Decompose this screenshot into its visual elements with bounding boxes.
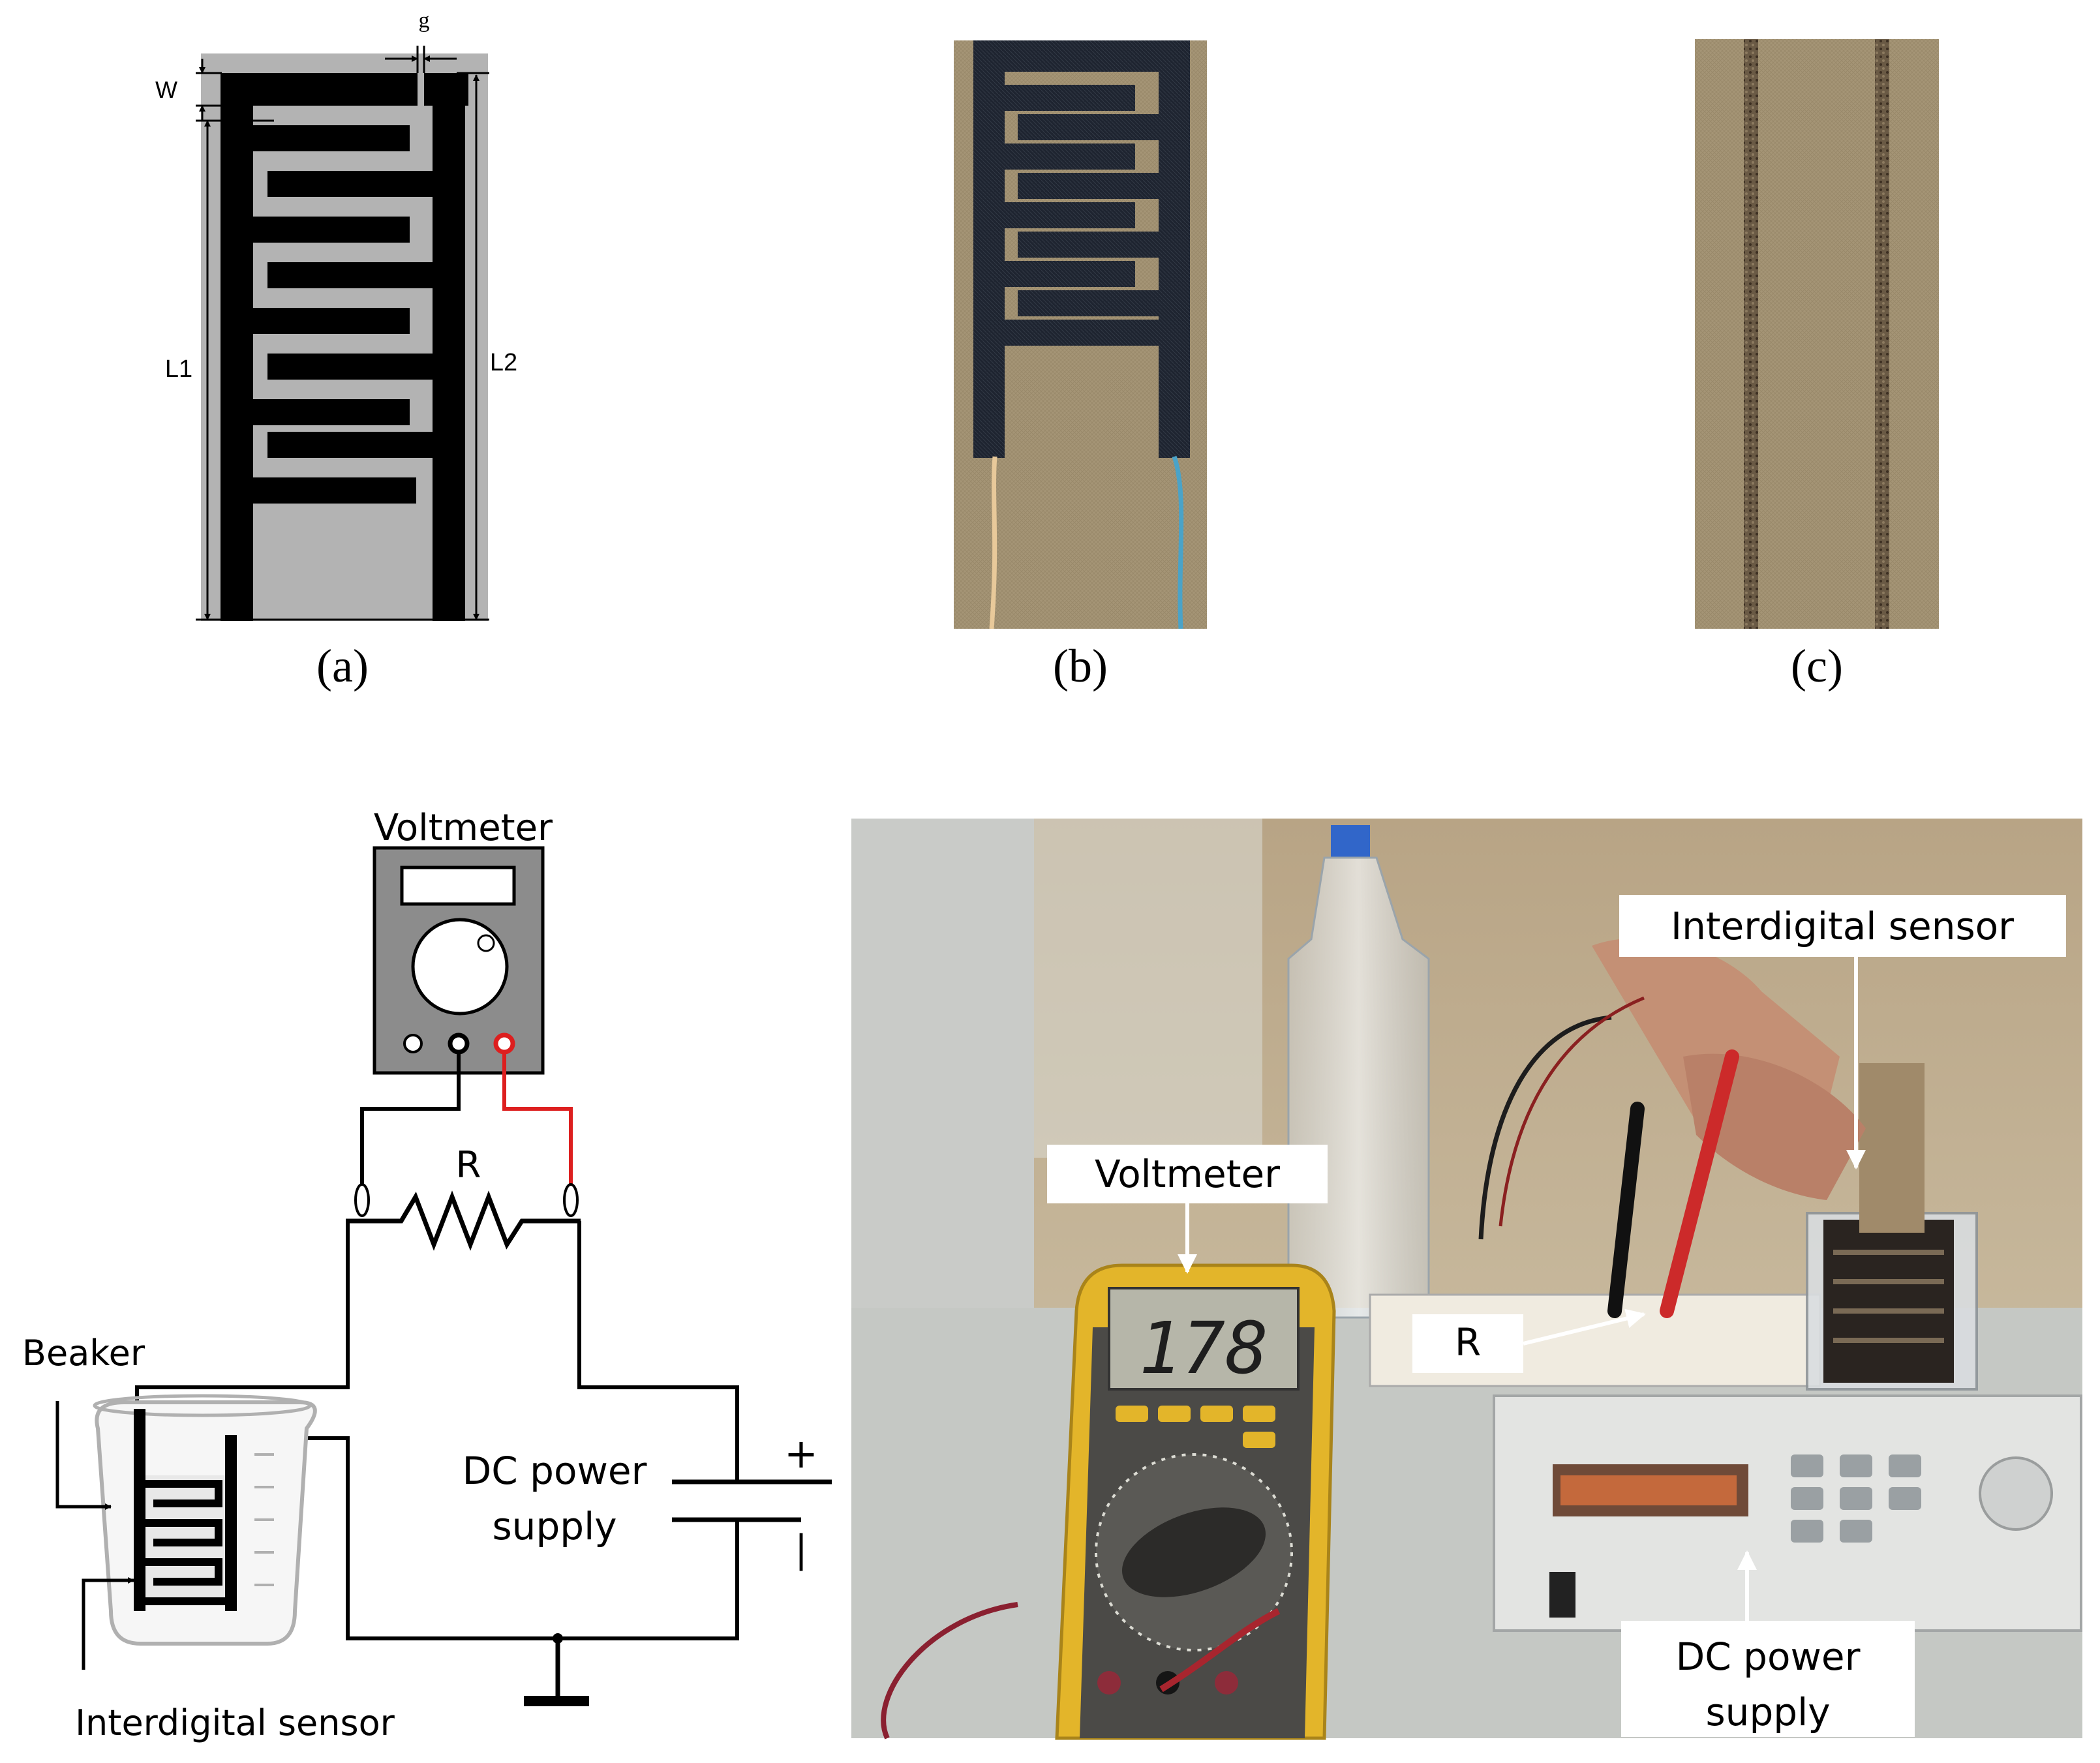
voltmeter-title: Voltmeter bbox=[374, 807, 553, 849]
panel-a-sensor-layout: g W L1 L2 (a) bbox=[155, 8, 517, 692]
resistor-label: R bbox=[456, 1144, 481, 1186]
black-probe bbox=[1607, 1102, 1645, 1318]
callout-resistor: R bbox=[1412, 1308, 1646, 1373]
setup-photo: 178 Interdigital sensor Voltmeter bbox=[851, 819, 2082, 1740]
sensor-in-beaker bbox=[134, 1409, 237, 1611]
textile-back bbox=[1695, 39, 1939, 629]
dimension-lines bbox=[196, 46, 489, 621]
beaker-label: Beaker bbox=[22, 1333, 145, 1374]
meter-reading: 178 bbox=[1139, 1306, 1269, 1390]
dim-l1-label: L1 bbox=[165, 355, 192, 383]
photo-power-label-line1: DC power bbox=[1676, 1635, 1861, 1679]
meter-rotary-switch bbox=[1122, 1507, 1266, 1597]
right-lead-wire bbox=[1172, 455, 1184, 629]
ground-node bbox=[553, 1633, 563, 1644]
red-probe bbox=[1660, 1049, 1739, 1318]
voltmeter-drawing bbox=[373, 846, 545, 1075]
minus-sign: | bbox=[795, 1527, 808, 1571]
voltmeter-display bbox=[400, 866, 516, 906]
gap-g bbox=[418, 73, 424, 106]
wall-left bbox=[851, 819, 1034, 1308]
power-supply-label-line2: supply bbox=[492, 1504, 616, 1548]
callout-dc-power-supply: DC power supply bbox=[1621, 1550, 1915, 1737]
plus-sign: + bbox=[784, 1430, 818, 1477]
caption-a: (a) bbox=[316, 640, 369, 692]
black-lead bbox=[360, 1052, 461, 1187]
sensor-label: Interdigital sensor bbox=[75, 1702, 395, 1743]
voltmeter-dial bbox=[411, 918, 509, 1016]
dim-l2-label: L2 bbox=[490, 349, 517, 376]
left-fingers bbox=[253, 125, 416, 504]
probe-clip-left bbox=[354, 1183, 370, 1217]
printed-electrode bbox=[973, 40, 1190, 458]
right-conductive-track bbox=[1875, 39, 1889, 629]
panel-c-textile-photo: (c) bbox=[1695, 39, 1939, 692]
beaker-drawing bbox=[93, 1394, 317, 1646]
callout-voltmeter: Voltmeter bbox=[1047, 1145, 1328, 1274]
photo-sensor-label: Interdigital sensor bbox=[1671, 904, 2014, 948]
dc-power-supply-photo bbox=[1493, 1394, 2082, 1632]
right-electrode bbox=[433, 73, 465, 621]
meter-lcd bbox=[1108, 1287, 1300, 1391]
left-conductive-track bbox=[1744, 39, 1758, 629]
resistor-symbol bbox=[346, 1190, 581, 1251]
right-fingers bbox=[267, 171, 433, 458]
photo-resistor-label: R bbox=[1455, 1320, 1481, 1364]
v-terminal bbox=[493, 1032, 515, 1055]
beaker-arrow bbox=[55, 1401, 112, 1510]
sensor-arrow bbox=[82, 1577, 134, 1670]
caption-b: (b) bbox=[1053, 640, 1108, 692]
callout-interdigital-sensor: Interdigital sensor bbox=[1619, 895, 2066, 1169]
panel-b-printed-sensor-photo: (b) bbox=[954, 40, 1207, 692]
top-bus-electrode bbox=[221, 73, 468, 106]
power-supply-label-line1: DC power bbox=[463, 1449, 647, 1493]
photo-beaker bbox=[1806, 1063, 1978, 1391]
circuit-schematic: Voltmeter R + | bbox=[22, 807, 832, 1743]
left-electrode bbox=[221, 73, 253, 621]
red-lead bbox=[502, 1052, 573, 1187]
probe-clip-right bbox=[563, 1183, 579, 1217]
dim-g-label: g bbox=[419, 8, 430, 33]
photo-power-label-line2: supply bbox=[1705, 1690, 1830, 1734]
caption-c: (c) bbox=[1791, 640, 1843, 692]
dim-w-label: W bbox=[155, 76, 177, 103]
photo-voltmeter-label: Voltmeter bbox=[1095, 1152, 1280, 1196]
com-terminal bbox=[448, 1032, 470, 1055]
left-lead-wire bbox=[989, 456, 997, 629]
